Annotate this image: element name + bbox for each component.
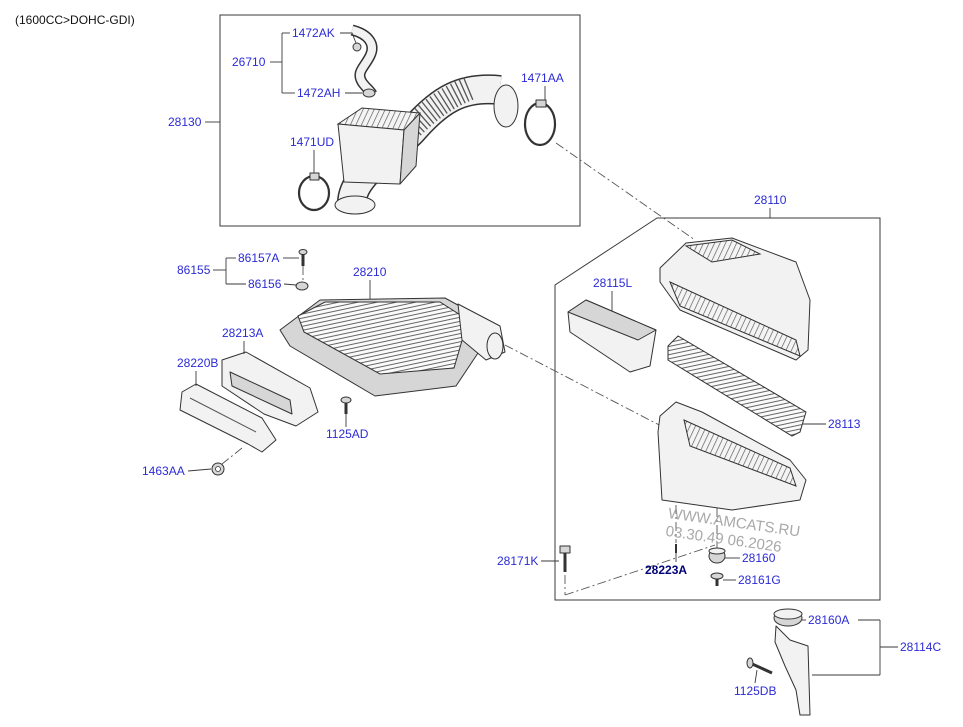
callout-26710[interactable]: 26710 [232,55,266,69]
part-grommet-28160-top [708,547,726,555]
callout-28171K[interactable]: 28171K [497,554,538,568]
part-28213A-body [221,351,319,427]
callout-86157A[interactable]: 86157A [238,251,279,265]
part-hose-lower-end [334,195,376,215]
callout-28113[interactable]: 28113 [828,417,861,431]
frames [219,14,881,601]
part-bracket-28114C [774,625,811,716]
leader-line [754,669,758,684]
callout-28210[interactable]: 28210 [353,265,387,279]
part-1125AD-head [340,396,352,404]
callout-28220B[interactable]: 28220B [177,356,218,370]
part-clamp-1471AA-screw [535,99,547,108]
callout-28130[interactable]: 28130 [168,115,202,129]
callout-86156[interactable]: 86156 [248,277,282,291]
part-28114C-assembly [746,608,811,716]
dash-line [221,447,243,465]
part-28161G-head [710,572,724,580]
callout-1125AD[interactable]: 1125AD [326,427,369,441]
callout-28110[interactable]: 28110 [754,193,787,207]
part-bolt-1125DB-head [746,657,754,669]
part-grommet-86156 [295,281,309,291]
part-grommet-28160A-top [773,608,803,620]
part-bolt-1125DB [749,661,773,675]
frame-intake-hose-group [219,14,581,227]
callout-1125DB[interactable]: 1125DB [734,684,776,698]
callout-1472AH[interactable]: 1472AH [297,86,340,100]
callout-1472AK[interactable]: 1472AK [292,26,335,40]
callout-28115L[interactable]: 28115L [593,276,632,290]
callout-28223A[interactable]: 28223A [645,563,687,577]
part-resonator-front [337,123,405,185]
part-28115L-top [567,299,657,341]
part-28110-assembly [559,237,811,586]
part-1125AD-bolt [340,396,352,414]
part-28220B [179,383,277,453]
leader-line [283,283,297,286]
callout-28114C[interactable]: 28114C [900,640,941,654]
callout-28160[interactable]: 28160 [742,551,776,565]
part-upper-cover-ribs [669,281,801,357]
part-clamp-1471AA [523,101,557,147]
part-filter-28113 [667,335,807,437]
callout-28161G[interactable]: 28161G [738,573,781,587]
part-clamp-1471UD [297,174,331,212]
part-bolt-86157A-head [298,249,308,255]
part-28210-element [297,301,469,375]
part-1463AA-nut [211,462,225,476]
part-intake-hose-assembly [297,24,557,215]
part-clamp-1472AK [352,42,362,52]
part-lower-housing-ribs [683,419,797,487]
callout-labels: 1472AK 26710 1472AH 1471AA 28130 1471UD … [142,26,941,698]
callout-1471AA[interactable]: 1471AA [521,71,564,85]
assembly-lines [221,142,718,596]
callout-1471UD[interactable]: 1471UD [290,135,334,149]
engine-spec-title: (1600CC>DOHC-GDI) [15,13,135,27]
part-hose-upper-end [493,84,519,128]
part-resonator-side [399,112,421,185]
leader-line [187,468,212,472]
part-1463AA-hole [215,466,221,472]
watermark: WWW.AMCATS.RU 03.30.49 06.2026 [665,505,802,556]
part-clamp-1471UD-screw [309,172,320,181]
dash-line [564,544,716,596]
leader-line [340,32,357,44]
part-28210-outlet-end [486,332,504,360]
dash-line [555,142,696,241]
part-28220B-edge [189,397,257,433]
part-28213A-slot [229,371,293,415]
part-upper-cover-inlet [684,239,762,263]
callout-1463AA[interactable]: 1463AA [142,464,185,478]
part-bolt-28171K-head [559,545,571,554]
leader-lines [187,32,898,684]
frame-air-cleaner-group [554,217,881,601]
callout-28160A[interactable]: 28160A [808,613,849,627]
callout-86155[interactable]: 86155 [177,263,211,277]
part-28213A [221,351,319,427]
callout-28213A[interactable]: 28213A [222,326,263,340]
part-clamp-1472AH [362,88,376,98]
dash-line [504,344,666,429]
part-28210-assembly [279,249,506,397]
